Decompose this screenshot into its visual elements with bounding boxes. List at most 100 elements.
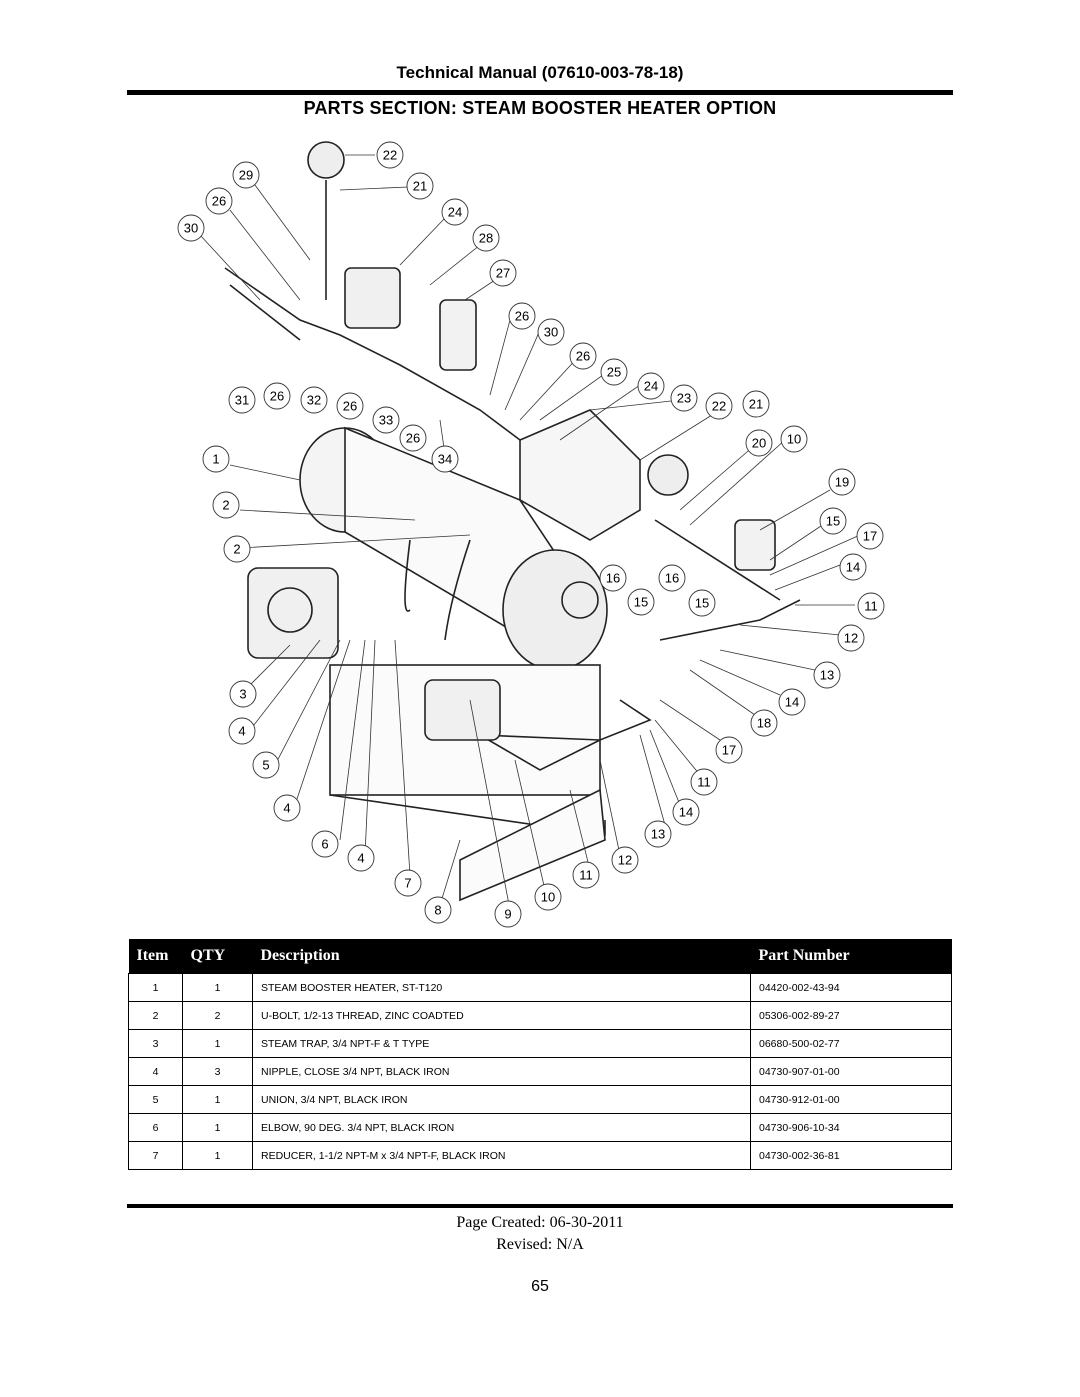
- callout-label: 7: [404, 876, 411, 891]
- callout-label: 18: [757, 716, 771, 731]
- callout-bubble: 28: [472, 224, 500, 252]
- row-part-number: 05306-002-89-27: [750, 1001, 952, 1030]
- section-title: PARTS SECTION: STEAM BOOSTER HEATER OPTI…: [303, 98, 777, 118]
- callout-label: 24: [448, 205, 462, 220]
- callout-label: 28: [479, 231, 493, 246]
- callout-label: 22: [383, 148, 397, 163]
- callout-bubble: 11: [690, 768, 718, 796]
- callout-label: 11: [864, 599, 878, 614]
- callout-label: 24: [644, 379, 658, 394]
- callout-label: 13: [820, 668, 834, 683]
- callout-label: 15: [634, 595, 648, 610]
- heater-end-cap: [502, 549, 608, 671]
- row-description: STEAM BOOSTER HEATER, ST-T120: [252, 973, 751, 1002]
- callout-bubble: 10: [534, 883, 562, 911]
- callout-label: 4: [357, 851, 364, 866]
- callout-label: 32: [307, 393, 321, 408]
- callout-bubble: 10: [780, 425, 808, 453]
- pressure-regulator: [247, 567, 339, 659]
- callout-label: 8: [434, 903, 441, 918]
- callout-bubble: 26: [336, 392, 364, 420]
- callout-bubble: 12: [837, 624, 865, 652]
- callout-label: 6: [321, 837, 328, 852]
- row-item: 6: [128, 1113, 183, 1142]
- callout-bubble: 26: [205, 187, 233, 215]
- callout-bubble: 24: [637, 372, 665, 400]
- callout-label: 26: [270, 389, 284, 404]
- header-part-number: Part Number: [750, 939, 952, 974]
- row-part-number: 06680-500-02-77: [750, 1029, 952, 1058]
- callout-bubble: 33: [372, 406, 400, 434]
- callout-bubble: 7: [394, 869, 422, 897]
- callout-bubble: 32: [300, 386, 328, 414]
- callout-bubble: 17: [715, 736, 743, 764]
- callout-label: 4: [283, 801, 290, 816]
- parts-table: Item QTY Description Part Number 1 1 STE…: [128, 939, 952, 1170]
- callout-label: 26: [212, 194, 226, 209]
- callout-bubble: 2: [223, 535, 251, 563]
- callout-label: 4: [238, 724, 245, 739]
- callout-label: 9: [504, 907, 511, 922]
- callout-bubble: 21: [742, 390, 770, 418]
- callout-bubble: 15: [819, 507, 847, 535]
- callout-label: 13: [651, 827, 665, 842]
- callout-bubble: 29: [232, 161, 260, 189]
- parts-table-header: Item QTY Description Part Number: [128, 939, 952, 974]
- callout-label: 34: [438, 452, 452, 467]
- callout-bubble: 22: [376, 141, 404, 169]
- callout-bubble: 27: [489, 259, 517, 287]
- callout-label: 17: [863, 529, 877, 544]
- callout-bubble: 15: [627, 588, 655, 616]
- row-item: 2: [128, 1001, 183, 1030]
- table-row: 3 1 STEAM TRAP, 3/4 NPT-F & T TYPE 06680…: [128, 1029, 952, 1058]
- callout-bubble: 30: [537, 318, 565, 346]
- callout-bubble: 19: [828, 468, 856, 496]
- row-item: 7: [128, 1141, 183, 1170]
- callout-bubble: 26: [508, 302, 536, 330]
- callout-bubble: 26: [263, 382, 291, 410]
- callout-label: 16: [665, 571, 679, 586]
- callout-label: 29: [239, 168, 253, 183]
- control-box: [519, 409, 641, 541]
- callout-bubble: 17: [856, 522, 884, 550]
- callout-bubble: 4: [228, 717, 256, 745]
- gauge-right: [647, 454, 689, 496]
- callout-label: 20: [752, 436, 766, 451]
- callout-label: 23: [677, 391, 691, 406]
- callout-label: 14: [679, 805, 693, 820]
- row-item: 4: [128, 1057, 183, 1086]
- callout-label: 30: [184, 221, 198, 236]
- row-qty: 1: [182, 1029, 253, 1058]
- safety-valve-right: [734, 519, 776, 571]
- table-row: 6 1 ELBOW, 90 DEG. 3/4 NPT, BLACK IRON 0…: [128, 1113, 952, 1142]
- callout-bubble: 11: [857, 592, 885, 620]
- callout-bubble: 13: [813, 661, 841, 689]
- manual-title: Technical Manual (07610-003-78-18): [396, 63, 684, 82]
- callout-label: 15: [695, 596, 709, 611]
- callout-bubble: 16: [599, 564, 627, 592]
- callout-bubble: 5: [252, 751, 280, 779]
- callout-label: 15: [826, 514, 840, 529]
- safety-valve: [439, 299, 477, 371]
- footer-rule: [127, 1204, 953, 1208]
- row-item: 3: [128, 1029, 183, 1058]
- callout-bubble: 14: [778, 688, 806, 716]
- row-qty: 1: [182, 973, 253, 1002]
- callout-bubble: 3: [229, 680, 257, 708]
- callout-bubble: 13: [644, 820, 672, 848]
- callout-bubble: 4: [347, 844, 375, 872]
- callout-label: 21: [749, 397, 763, 412]
- callout-label: 27: [496, 266, 510, 281]
- callout-bubble: 14: [839, 553, 867, 581]
- callout-label: 33: [379, 413, 393, 428]
- header-item: Item: [128, 939, 183, 974]
- callout-label: 2: [222, 498, 229, 513]
- callout-bubble: 8: [424, 896, 452, 924]
- callout-label: 22: [712, 399, 726, 414]
- page-number: 65: [531, 1278, 549, 1295]
- gauge-top: [307, 141, 345, 179]
- callout-bubble: 31: [228, 386, 256, 414]
- row-qty: 1: [182, 1141, 253, 1170]
- callout-bubble: 26: [569, 342, 597, 370]
- callout-bubble: 6: [311, 830, 339, 858]
